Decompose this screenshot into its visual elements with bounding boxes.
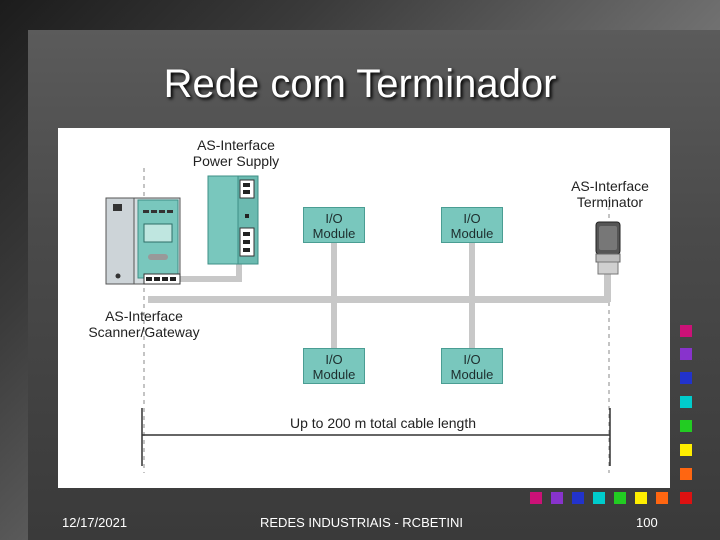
network-diagram: AS-Interface Power Supply AS-Interface S… [58, 128, 670, 488]
power-supply-label: AS-Interface Power Supply [192, 137, 280, 169]
decor-square [572, 492, 584, 504]
decor-square [635, 492, 647, 504]
io-module-top-2: I/O Module [441, 207, 503, 243]
footer-page-number: 100 [636, 515, 658, 530]
decor-square [680, 420, 692, 432]
power-cable-drop [236, 256, 242, 282]
cable-length-label: Up to 200 m total cable length [289, 415, 476, 431]
power-supply-device [207, 175, 259, 265]
scanner-gateway-label: AS-Interface Scanner/Gateway [88, 308, 200, 340]
io-module-bottom-1: I/O Module [303, 348, 365, 384]
diagram-graphics [105, 168, 621, 473]
branch-cable-2 [469, 240, 475, 350]
terminator-cable [604, 268, 611, 302]
decor-square [551, 492, 563, 504]
terminator-label: AS-Interface Terminator [571, 178, 649, 210]
decor-square [593, 492, 605, 504]
branch-cable-1 [331, 240, 337, 350]
io-module-bottom-2: I/O Module [441, 348, 503, 384]
decor-square [680, 348, 692, 360]
footer-title: REDES INDUSTRIAIS - RCBETINI [260, 515, 463, 530]
decor-square [530, 492, 542, 504]
io-module-top-1: I/O Module [303, 207, 365, 243]
power-cable [178, 276, 242, 282]
main-cable [148, 296, 610, 303]
decor-square [680, 492, 692, 504]
decor-square [680, 372, 692, 384]
decor-square [614, 492, 626, 504]
decor-square [656, 492, 668, 504]
slide-title: Rede com Terminador [163, 62, 557, 106]
decor-square [680, 325, 692, 337]
decor-square [680, 444, 692, 456]
terminator-device [595, 221, 621, 275]
footer-date: 12/17/2021 [62, 515, 128, 530]
decor-square [680, 468, 692, 480]
decor-square [680, 396, 692, 408]
scanner-gateway-device [105, 197, 181, 285]
